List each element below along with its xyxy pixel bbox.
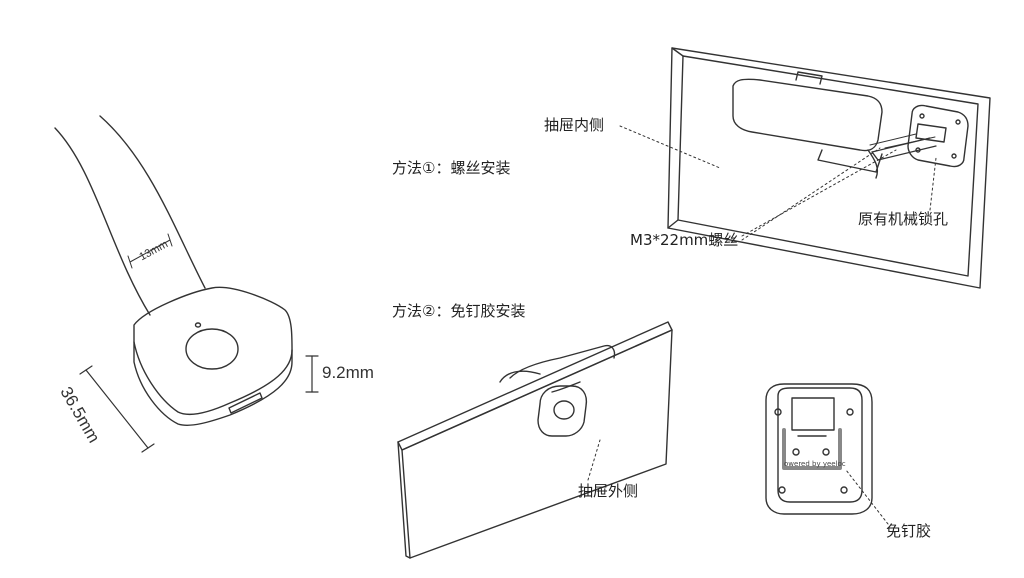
method-2-title: 方法②：免钉胶安装 [392, 302, 526, 320]
method-1-title: 方法①：螺丝安装 [392, 159, 511, 177]
device-back-view [765, 383, 873, 515]
drawer-inside-panel [667, 47, 991, 289]
dimension-thickness: 9.2mm [322, 363, 374, 382]
back-engraved-label: owered by yeeloc [784, 460, 846, 468]
device-with-strap [54, 115, 319, 453]
callout-screw-spec: M3*22mm螺丝 [630, 231, 739, 249]
callout-lock-hole: 原有机械锁孔 [858, 210, 949, 228]
callout-adhesive: 免钉胶 [886, 522, 932, 540]
callout-leaders [587, 125, 937, 525]
drawer-outside-board [397, 321, 673, 559]
callout-drawer-inside: 抽屉内侧 [544, 116, 605, 134]
callout-drawer-outside: 抽屉外侧 [578, 482, 639, 500]
